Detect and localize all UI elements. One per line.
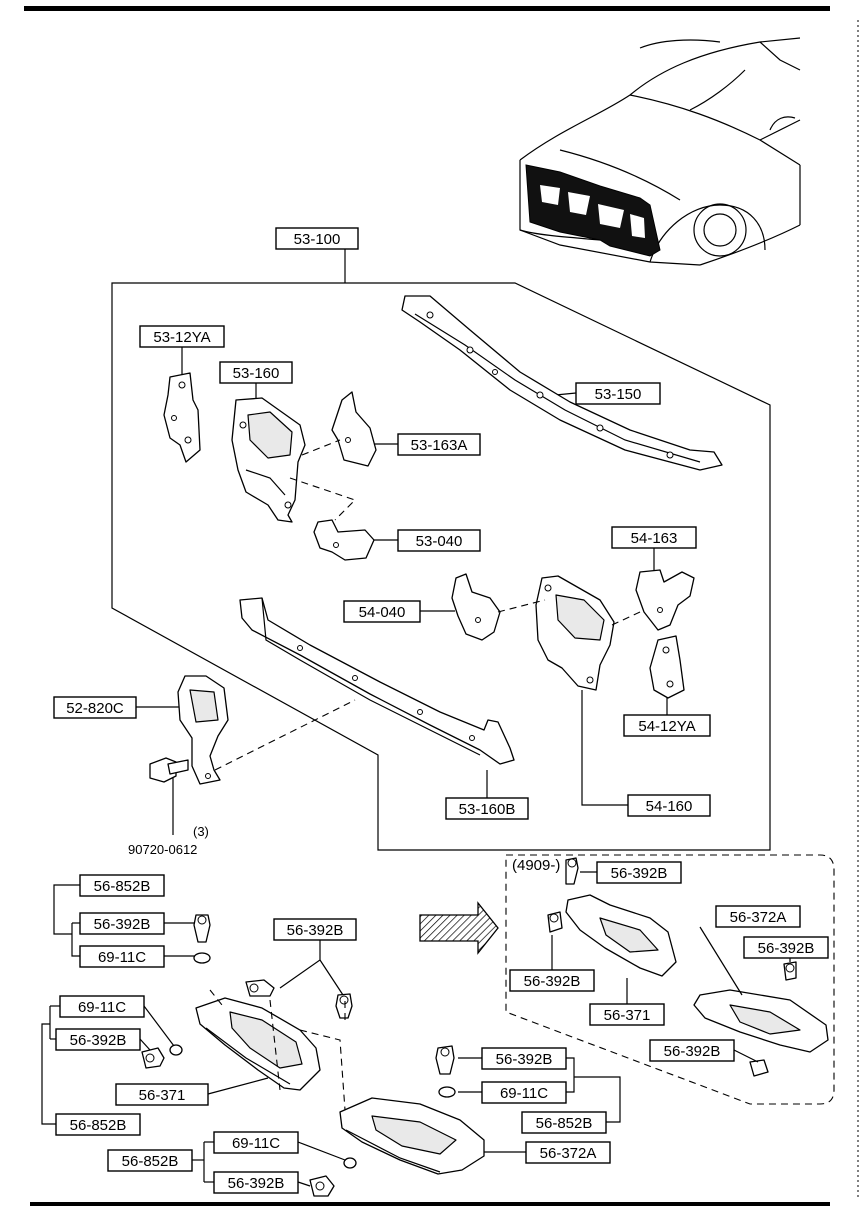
svg-text:53-12YA: 53-12YA (153, 329, 210, 346)
part-53-160b (239, 597, 515, 765)
label-e-56-852b[interactable]: 56-852B (521, 1111, 607, 1134)
alternative-code: (4909-) (512, 857, 560, 874)
svg-text:69-11C: 69-11C (78, 999, 126, 1016)
clip-alt-bottom (749, 1059, 769, 1077)
svg-text:56-852B: 56-852B (122, 1153, 179, 1170)
svg-text:56-392B: 56-392B (611, 865, 668, 882)
label-53-160b[interactable]: 53-160B (445, 797, 529, 820)
clip-b-right (335, 993, 353, 1019)
washer-g-69-11c (343, 1157, 357, 1169)
label-c-56-852b[interactable]: 56-852B (55, 1113, 141, 1136)
label-d-56-371[interactable]: 56-371 (115, 1083, 209, 1106)
svg-text:56-371: 56-371 (139, 1087, 186, 1104)
label-a-56-852b[interactable]: 56-852B (79, 874, 165, 897)
quantity-note: (3) (193, 824, 209, 839)
label-g-56-852b[interactable]: 56-852B (107, 1149, 193, 1172)
label-g-56-392b[interactable]: 56-392B (213, 1171, 299, 1194)
svg-text:69-11C: 69-11C (232, 1135, 280, 1152)
bottom-rule (30, 1202, 830, 1206)
car-illustration (519, 37, 801, 266)
label-53-12ya[interactable]: 53-12YA (139, 325, 225, 348)
svg-text:53-040: 53-040 (416, 533, 463, 550)
label-a-69-11c[interactable]: 69-11C (79, 945, 165, 968)
label-53-150[interactable]: 53-150 (575, 382, 661, 405)
label-e-56-392b[interactable]: 56-392B (481, 1047, 567, 1070)
svg-text:69-11C: 69-11C (98, 949, 146, 966)
svg-text:53-100: 53-100 (294, 231, 341, 248)
part-54-163 (635, 569, 695, 631)
label-54-040[interactable]: 54-040 (343, 600, 421, 623)
label-53-100[interactable]: 53-100 (275, 227, 359, 250)
svg-text:56-852B: 56-852B (70, 1117, 127, 1134)
label-alt-56-392b-left[interactable]: 56-392B (509, 969, 595, 992)
washer-c-69-11c (169, 1044, 183, 1056)
clip-e-56-392b (435, 1045, 455, 1075)
label-alt-56-392b-bottom[interactable]: 56-392B (649, 1039, 735, 1062)
svg-text:54-160: 54-160 (646, 798, 693, 815)
label-b-56-392b[interactable]: 56-392B (273, 918, 357, 941)
svg-text:56-392B: 56-392B (287, 922, 344, 939)
svg-text:56-372A: 56-372A (540, 1145, 597, 1162)
svg-text:56-392B: 56-392B (524, 973, 581, 990)
radiator-support-highlight (525, 164, 661, 257)
label-53-160[interactable]: 53-160 (219, 361, 293, 384)
label-53-163a[interactable]: 53-163A (397, 433, 481, 456)
svg-text:56-371: 56-371 (604, 1007, 651, 1024)
label-53-040[interactable]: 53-040 (397, 529, 481, 552)
svg-text:56-392B: 56-392B (758, 940, 815, 957)
washer-e-69-11c (438, 1086, 456, 1098)
svg-text:54-12YA: 54-12YA (638, 718, 695, 735)
svg-text:56-372A: 56-372A (730, 909, 787, 926)
label-c-69-11c[interactable]: 69-11C (59, 995, 145, 1018)
part-54-040 (451, 573, 501, 641)
label-f-56-372a[interactable]: 56-372A (525, 1141, 611, 1164)
assembly-outline (111, 282, 771, 851)
clip-alt-left (547, 911, 563, 933)
clip-b-left (245, 979, 275, 997)
svg-text:56-392B: 56-392B (664, 1043, 721, 1060)
svg-text:56-392B: 56-392B (70, 1032, 127, 1049)
svg-text:52-820C: 52-820C (66, 700, 124, 717)
svg-text:56-392B: 56-392B (228, 1175, 285, 1192)
label-alt-56-371[interactable]: 56-371 (589, 1003, 665, 1026)
svg-text:53-160: 53-160 (233, 365, 280, 382)
svg-text:56-852B: 56-852B (536, 1115, 593, 1132)
label-g-69-11c[interactable]: 69-11C (213, 1131, 299, 1154)
svg-text:54-040: 54-040 (359, 604, 406, 621)
label-alt-56-392b-top[interactable]: 56-392B (596, 861, 682, 884)
part-53-163a (331, 391, 377, 467)
label-54-160[interactable]: 54-160 (627, 794, 711, 817)
alternative-frame (505, 854, 835, 1105)
bolt-90720-0612 (149, 757, 189, 783)
svg-text:53-163A: 53-163A (411, 437, 468, 454)
svg-text:56-392B: 56-392B (94, 916, 151, 933)
svg-text:54-163: 54-163 (631, 530, 678, 547)
part-53-040 (313, 519, 375, 561)
svg-text:53-160B: 53-160B (459, 801, 516, 818)
svg-text:56-392B: 56-392B (496, 1051, 553, 1068)
part-54-12ya (649, 635, 685, 699)
svg-text:56-852B: 56-852B (94, 878, 151, 895)
clip-g-56-392b (309, 1175, 335, 1197)
label-alt-56-392b-right[interactable]: 56-392B (743, 936, 829, 959)
top-rule (24, 6, 830, 11)
label-a-56-392b[interactable]: 56-392B (79, 912, 165, 935)
part-53-150 (401, 295, 723, 471)
label-52-820c[interactable]: 52-820C (53, 696, 137, 719)
clip-a-56-392b (193, 914, 211, 943)
svg-text:53-150: 53-150 (595, 386, 642, 403)
clip-alt-right (783, 961, 797, 981)
arrow-icon (419, 901, 499, 955)
label-c-56-392b[interactable]: 56-392B (55, 1028, 141, 1051)
svg-text:69-11C: 69-11C (500, 1085, 548, 1102)
label-54-12ya[interactable]: 54-12YA (623, 714, 711, 737)
washer-a-69-11c (193, 952, 211, 964)
label-54-163[interactable]: 54-163 (611, 526, 697, 549)
label-alt-56-372a[interactable]: 56-372A (715, 905, 801, 928)
label-e-69-11c[interactable]: 69-11C (481, 1081, 567, 1104)
clip-c-56-392b (141, 1047, 165, 1069)
clip-alt-top (565, 857, 579, 885)
bolt-part-number: 90720-0612 (128, 842, 197, 857)
